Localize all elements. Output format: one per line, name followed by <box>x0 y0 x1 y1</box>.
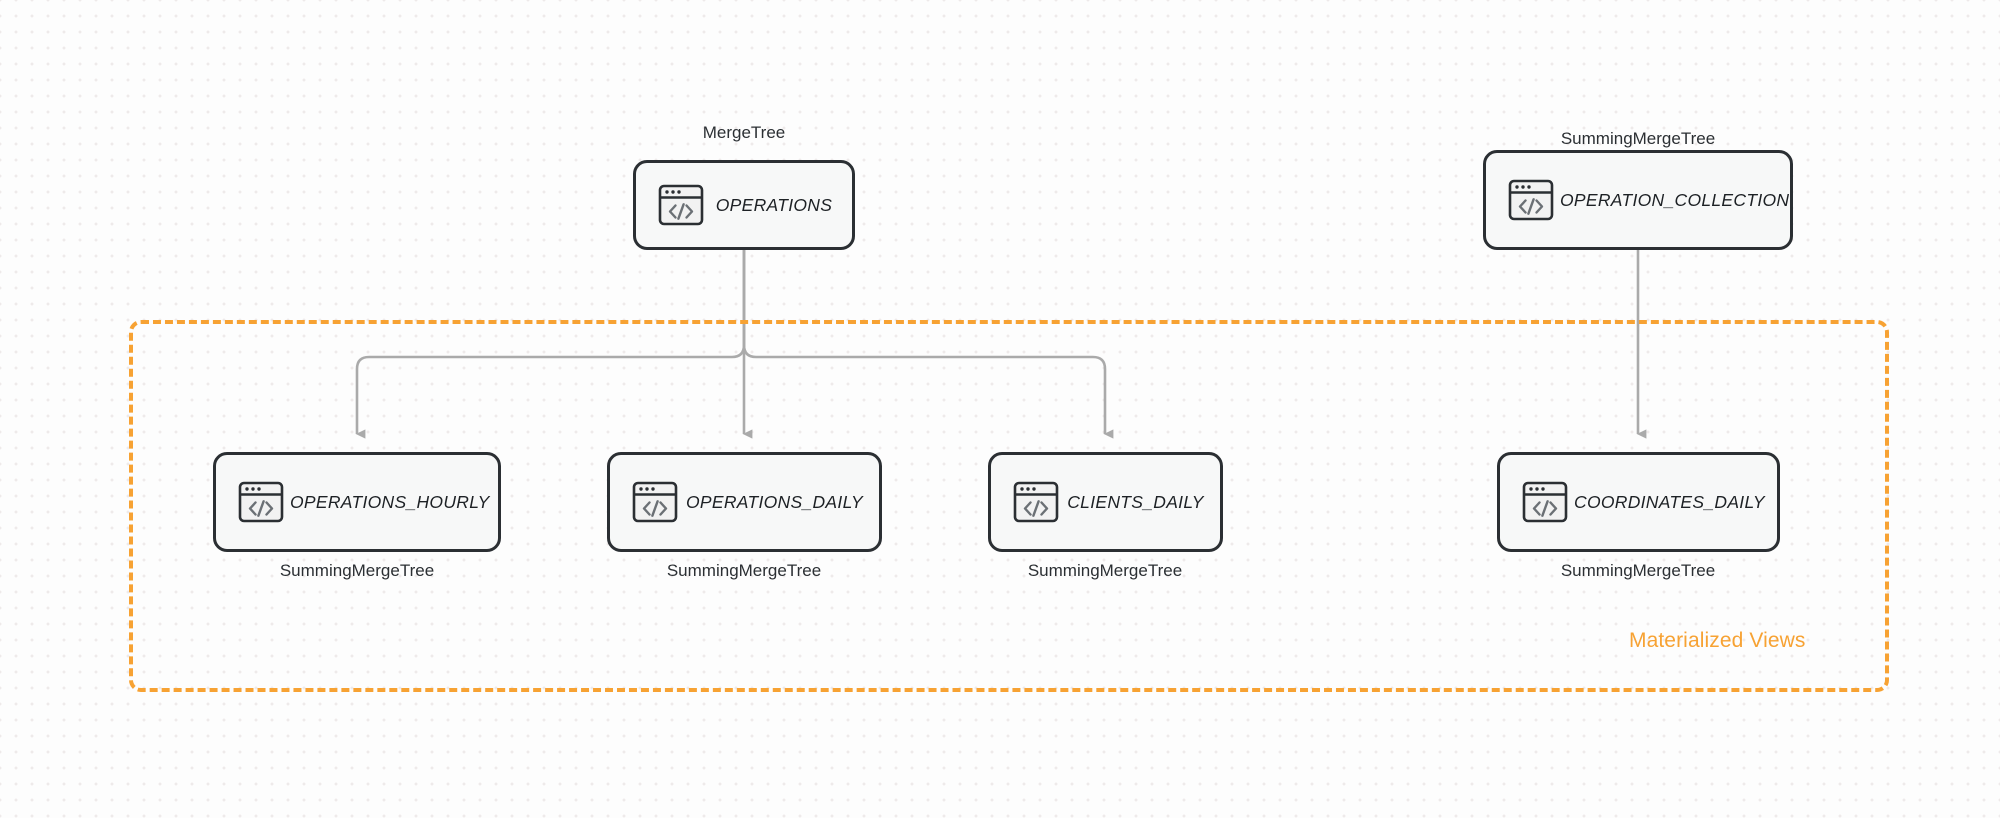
code-window-icon <box>658 184 704 226</box>
node-label-operations_daily: OPERATIONS_DAILY <box>686 491 863 512</box>
materialized-views-group-label: Materialized Views <box>1629 629 1806 652</box>
engine-caption-clients_daily: SummingMergeTree <box>1027 561 1183 580</box>
node-operation_collection[interactable]: OPERATION_COLLECTION <box>1483 150 1793 250</box>
code-window-icon <box>1508 179 1554 221</box>
node-coordinates_daily[interactable]: COORDINATES_DAILY <box>1497 452 1780 552</box>
node-operations_daily[interactable]: OPERATIONS_DAILY <box>607 452 882 552</box>
engine-caption-coordinates_daily: SummingMergeTree <box>1560 561 1716 580</box>
node-operations_hourly[interactable]: OPERATIONS_HOURLY <box>213 452 501 552</box>
materialized-views-group-frame <box>129 320 1889 692</box>
engine-caption-operations_hourly: SummingMergeTree <box>279 561 435 580</box>
engine-caption-operations_daily: SummingMergeTree <box>666 561 822 580</box>
node-clients_daily[interactable]: CLIENTS_DAILY <box>988 452 1223 552</box>
node-label-operations: OPERATIONS <box>715 194 833 215</box>
code-window-icon <box>238 481 284 523</box>
code-window-icon <box>632 481 678 523</box>
node-label-clients_daily: CLIENTS_DAILY <box>1067 491 1204 512</box>
engine-caption-operation_collection: SummingMergeTree <box>1560 129 1716 148</box>
node-label-coordinates_daily: COORDINATES_DAILY <box>1574 491 1765 512</box>
node-label-operations_hourly: OPERATIONS_HOURLY <box>290 491 490 512</box>
code-window-icon <box>1522 481 1568 523</box>
node-label-operation_collection: OPERATION_COLLECTION <box>1560 189 1790 210</box>
engine-caption-operations: MergeTree <box>702 123 786 142</box>
code-window-icon <box>1013 481 1059 523</box>
node-operations[interactable]: OPERATIONS <box>633 160 855 250</box>
